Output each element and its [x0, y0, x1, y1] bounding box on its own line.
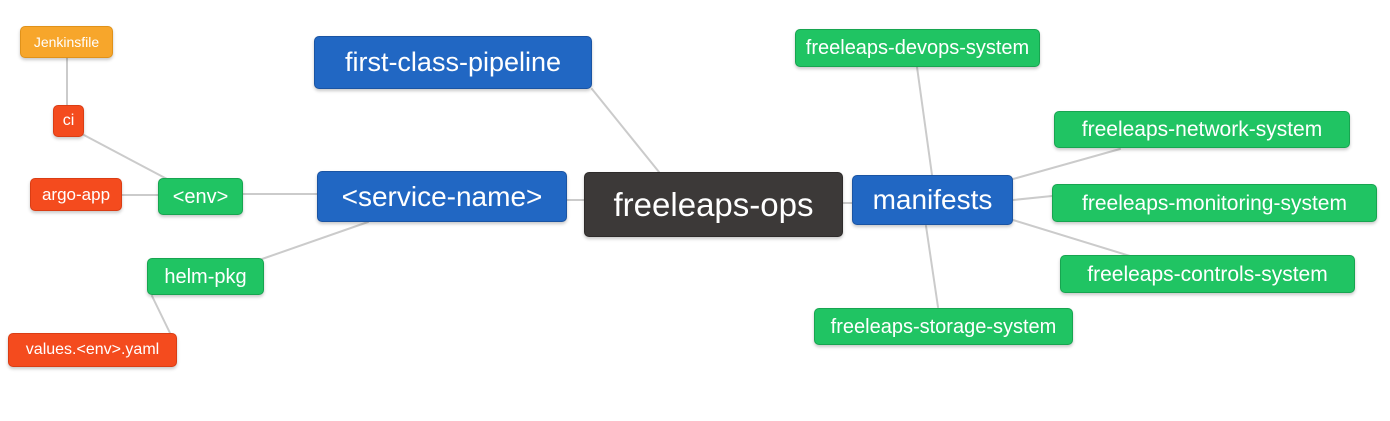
node-argo-app[interactable]: argo-app [30, 178, 122, 211]
node-freeleaps-monitoring-system[interactable]: freeleaps-monitoring-system [1052, 184, 1377, 222]
node-helm-pkg[interactable]: helm-pkg [147, 258, 264, 295]
node-first-class-pipeline[interactable]: first-class-pipeline [314, 36, 592, 89]
edge-values-env-yaml-to-helm-pkg [151, 295, 171, 334]
edge-first-class-pipeline-to-freeleaps-ops [591, 88, 660, 173]
node-env[interactable]: <env> [158, 178, 243, 215]
node-service-name[interactable]: <service-name> [317, 171, 567, 222]
node-jenkinsfile[interactable]: Jenkinsfile [20, 26, 113, 58]
node-freeleaps-devops-system[interactable]: freeleaps-devops-system [795, 29, 1040, 67]
node-freeleaps-storage-system[interactable]: freeleaps-storage-system [814, 308, 1073, 345]
edge-manifests-to-freeleaps-network-system [1012, 148, 1121, 180]
node-freeleaps-controls-system[interactable]: freeleaps-controls-system [1060, 255, 1355, 293]
node-values-env-yaml[interactable]: values.<env>.yaml [8, 333, 177, 367]
edge-manifests-to-freeleaps-monitoring-system [1012, 195, 1053, 201]
edge-manifests-to-freeleaps-storage-system [925, 225, 939, 308]
node-freeleaps-ops[interactable]: freeleaps-ops [584, 172, 843, 237]
edge-ci-to-env [81, 133, 168, 180]
edge-manifests-to-freeleaps-devops-system [916, 66, 933, 176]
node-ci[interactable]: ci [53, 105, 84, 137]
node-freeleaps-network-system[interactable]: freeleaps-network-system [1054, 111, 1350, 148]
node-manifests[interactable]: manifests [852, 175, 1013, 225]
edge-helm-pkg-to-service-name [261, 221, 369, 260]
edge-manifests-to-freeleaps-controls-system [1012, 219, 1131, 257]
